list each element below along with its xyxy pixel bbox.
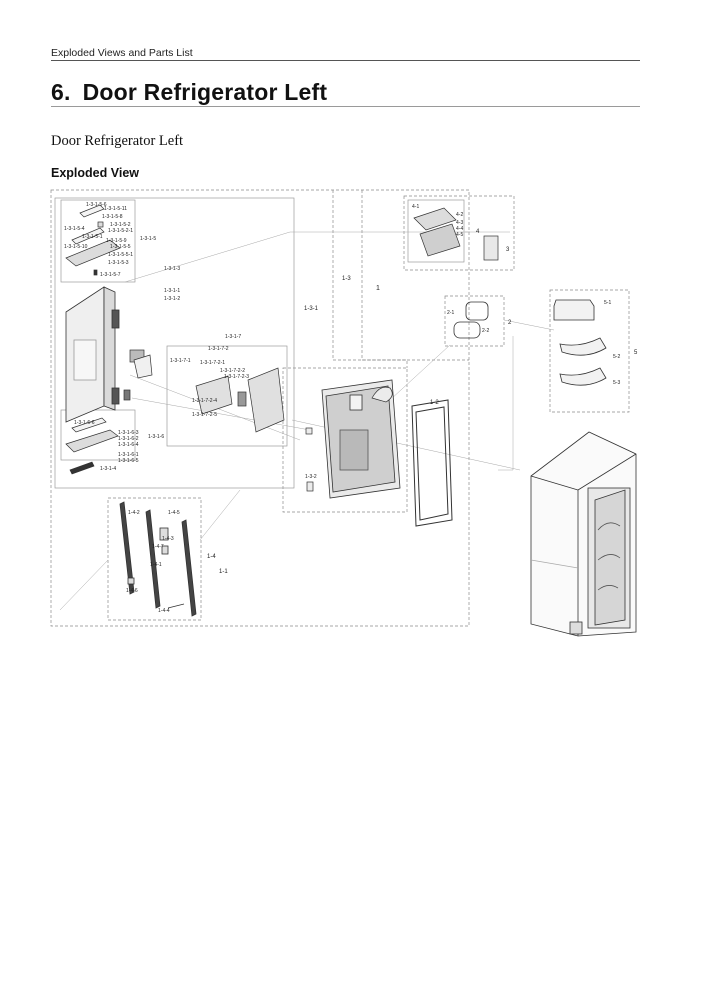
callout-1-4-2: 1-4-2 bbox=[128, 510, 140, 516]
callout-2-2: 2-2 bbox=[482, 328, 489, 334]
header-rule bbox=[51, 60, 640, 61]
door-outer-panel bbox=[321, 379, 401, 499]
callout-1-1: 1-1 bbox=[219, 569, 228, 575]
callout-1-3-1-7: 1-3-1-7 bbox=[225, 334, 241, 340]
section-title: Door Refrigerator Left bbox=[82, 79, 328, 105]
callout-4-2: 4-2 bbox=[456, 212, 463, 218]
door-hinge-part bbox=[305, 386, 393, 492]
callout-1-4-1: 1-4-1 bbox=[150, 562, 162, 568]
callout-2-1: 2-1 bbox=[447, 310, 454, 316]
callout-1-4-3: 1-4-3 bbox=[162, 536, 174, 542]
callout-1-4: 1-4 bbox=[207, 554, 216, 560]
callout-1-3-1-6-6: 1-3-1-6-6 bbox=[74, 420, 95, 426]
callout-1-3-1-6-3: 1-3-1-6-3 bbox=[118, 430, 139, 436]
callout-5-1: 5-1 bbox=[604, 300, 611, 306]
callout-5-2: 5-2 bbox=[613, 354, 620, 360]
callout-1-3-1-6-4: 1-3-1-6-4 bbox=[118, 442, 139, 448]
group-box-2 bbox=[444, 295, 505, 347]
dispenser-assembly bbox=[65, 204, 121, 276]
callout-1-3-1-1: 1-3-1-1 bbox=[164, 288, 180, 294]
door-inner-liner bbox=[65, 286, 120, 423]
callout-1-3-1-7-2-5: 1-3-1-7-2-5 bbox=[192, 412, 217, 418]
section-number: 6. bbox=[51, 79, 71, 105]
callout-5-3: 5-3 bbox=[613, 380, 620, 386]
callout-1-4-5: 1-4-5 bbox=[168, 510, 180, 516]
group-box-4 bbox=[403, 195, 515, 271]
callout-1-3-1-4: 1-3-1-4 bbox=[100, 466, 116, 472]
callout-1-3-1-6-1: 1-3-1-6-1 bbox=[118, 452, 139, 458]
callout-1-3-1-5-11: 1-3-1-5-11 bbox=[104, 206, 127, 212]
callout-4: 4 bbox=[476, 229, 480, 235]
lower-trim-assembly bbox=[65, 417, 119, 475]
callout-1-3-1-5-6: 1-3-1-5-6 bbox=[86, 202, 107, 208]
callout-1-3-1-5-5-1: 1-3-1-5-5-1 bbox=[108, 252, 133, 258]
callout-1-4-4: 1-4-4 bbox=[158, 608, 170, 614]
callout-1-3-1-3: 1-3-1-3 bbox=[164, 266, 180, 272]
door-rails bbox=[119, 501, 197, 617]
page-title: 6. Door Refrigerator Left bbox=[51, 79, 327, 106]
callout-1-3-1-6-2: 1-3-1-6-2 bbox=[118, 436, 139, 442]
callout-1-3-1-5-4: 1-3-1-5-4 bbox=[64, 226, 85, 232]
callout-1-3-1-5-9: 1-3-1-5-9 bbox=[106, 238, 127, 244]
callout-3: 3 bbox=[506, 247, 510, 253]
view-heading: Exploded View bbox=[51, 166, 139, 180]
ice-maker-subassembly bbox=[123, 349, 285, 433]
callout-1-3-1-2: 1-3-1-2 bbox=[164, 296, 180, 302]
callout-4-4: 4-4 bbox=[456, 226, 463, 232]
callout-1-3-1-5-2-1: 1-3-1-5-2-1 bbox=[108, 228, 133, 234]
group-box-1-4 bbox=[107, 497, 202, 621]
group-box-1-3-1 bbox=[54, 197, 295, 489]
callout-4-1: 4-1 bbox=[412, 204, 419, 210]
callout-2: 2 bbox=[508, 320, 512, 326]
callout-1-3-1-7-2-1: 1-3-1-7-2-1 bbox=[200, 360, 225, 366]
group-box-1-3 bbox=[282, 367, 408, 513]
callout-1-3-1-5-5: 1-3-1-5-5 bbox=[110, 244, 131, 250]
callout-1-3-1-5-3: 1-3-1-5-3 bbox=[108, 260, 129, 266]
callout-1-3-1-5-1: 1-3-1-5-1 bbox=[82, 234, 103, 240]
refrigerator-cabinet bbox=[530, 431, 637, 637]
egg-tray-parts bbox=[453, 301, 489, 339]
callout-5: 5 bbox=[634, 350, 638, 356]
callout-1-4-7: 1-4-7 bbox=[152, 544, 164, 550]
callout-1-3-1-7-1: 1-3-1-7-1 bbox=[170, 358, 191, 364]
page-subtitle: Door Refrigerator Left bbox=[51, 133, 184, 149]
callout-4-3: 4-3 bbox=[456, 220, 463, 226]
callout-labels: 1 1-1 1-2 1-3 1-4 1-3-1 1-3-2 1-3-1-1 1-… bbox=[64, 202, 638, 614]
callout-1-3-1: 1-3-1 bbox=[304, 306, 319, 312]
callout-1-3-2: 1-3-2 bbox=[305, 474, 317, 480]
title-rule bbox=[51, 106, 640, 107]
running-header: Exploded Views and Parts List bbox=[51, 47, 193, 59]
callout-1-3-1-5-8: 1-3-1-5-8 bbox=[102, 214, 123, 220]
group-box-1-3-1-6 bbox=[60, 409, 136, 461]
callout-1-3-1-7-2-4: 1-3-1-7-2-4 bbox=[192, 398, 217, 404]
upper-bin-parts bbox=[413, 207, 499, 261]
callout-1-3-1-5-7: 1-3-1-5-7 bbox=[100, 272, 121, 278]
callout-1-3-1-7-2-3: 1-3-1-7-2-3 bbox=[224, 374, 249, 380]
callout-1-3-1-7-2: 1-3-1-7-2 bbox=[208, 346, 229, 352]
callout-1-3-1-6-5: 1-3-1-6-5 bbox=[118, 458, 139, 464]
door-bins bbox=[553, 299, 607, 386]
group-box-1 bbox=[50, 189, 470, 627]
callout-1-3-1-6: 1-3-1-6 bbox=[148, 434, 164, 440]
door-gasket bbox=[411, 399, 453, 527]
callout-4-5: 4-5 bbox=[456, 232, 463, 238]
callout-1-4-6: 1-4-6 bbox=[126, 588, 138, 594]
callout-1-3: 1-3 bbox=[342, 276, 351, 282]
callout-1-3-1-7-2-2: 1-3-1-7-2-2 bbox=[220, 368, 245, 374]
callout-1: 1 bbox=[376, 285, 380, 292]
callout-1-2: 1-2 bbox=[430, 400, 439, 406]
group-box-1-3-1-7 bbox=[166, 345, 288, 447]
group-box-1-3-1-5 bbox=[60, 199, 136, 283]
group-box-1-outline bbox=[361, 190, 469, 361]
callout-1-3-1-5: 1-3-1-5 bbox=[140, 236, 156, 242]
group-box-5 bbox=[549, 289, 630, 413]
callout-1-3-1-5-10: 1-3-1-5-10 bbox=[64, 244, 88, 250]
callout-1-3-1-5-2: 1-3-1-5-2 bbox=[110, 222, 131, 228]
group-box-4-inner bbox=[407, 199, 465, 263]
